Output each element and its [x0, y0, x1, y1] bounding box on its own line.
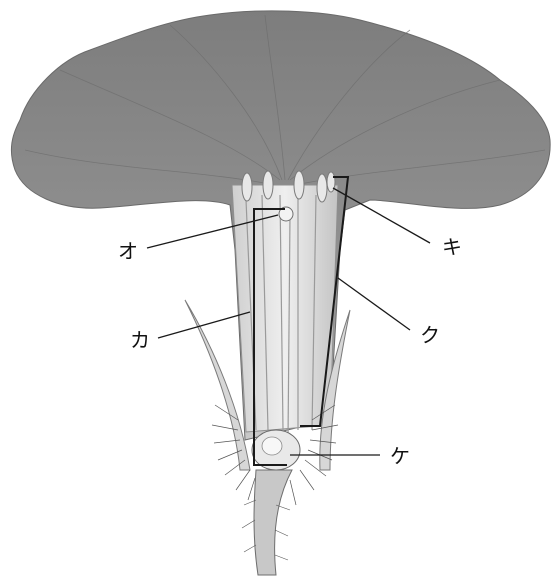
label-ka: カ [130, 328, 150, 352]
flower-illustration [11, 11, 550, 575]
label-ku: ク [420, 323, 440, 347]
leader-ku [338, 278, 410, 330]
label-ki: キ [442, 235, 462, 259]
label-o: オ [118, 239, 138, 263]
label-ke: ケ [390, 444, 410, 468]
